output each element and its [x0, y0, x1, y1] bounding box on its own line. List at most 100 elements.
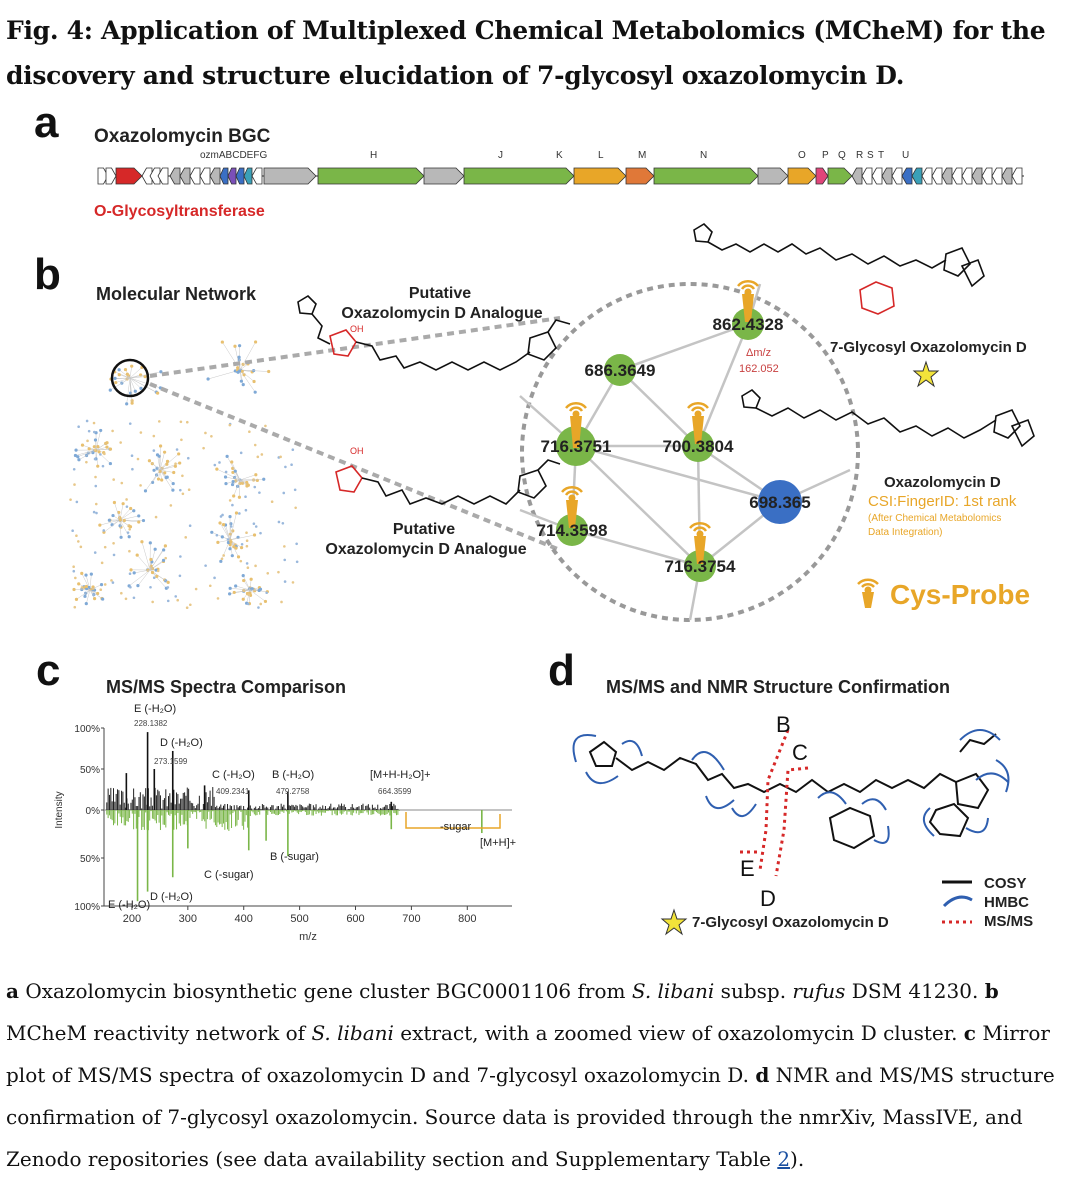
compound-label: 7-Glycosyl Oxazolomycin D — [692, 914, 889, 931]
network-dot — [156, 477, 161, 481]
hmbc-arrow — [995, 759, 1010, 793]
network-dot — [234, 511, 239, 515]
network-dot — [252, 522, 256, 526]
network-dot — [112, 500, 117, 505]
gene-label: K — [556, 150, 563, 161]
network-dot — [73, 605, 77, 609]
network-dot — [232, 590, 236, 595]
network-dot — [171, 481, 175, 486]
network-dot — [254, 525, 258, 528]
network-dot — [240, 369, 244, 373]
hmbc-legend-arrow — [942, 895, 973, 908]
network-dot — [277, 520, 281, 524]
network-dot — [97, 450, 101, 454]
glycosyl-label: 7-Glycosyl Oxazolomycin D — [830, 339, 1027, 356]
gene-arrow — [199, 167, 211, 185]
network-dot — [125, 505, 129, 508]
network-dot — [239, 546, 244, 550]
hmbc-arrow — [861, 798, 887, 811]
network-dot — [131, 467, 134, 471]
spectrum-peaks — [106, 732, 483, 902]
network-dot — [256, 455, 260, 459]
gene-label: N — [700, 150, 707, 161]
network-dot — [152, 434, 156, 438]
analogue-bottom-structure — [335, 459, 561, 505]
gene-label: M — [638, 150, 646, 161]
network-dot — [108, 461, 112, 466]
network-dot — [169, 504, 173, 507]
network-dot — [128, 527, 131, 531]
glycosyltransferase-gene-arrow — [115, 167, 143, 185]
supplementary-table-link[interactable]: 2 — [777, 1147, 791, 1171]
star-icon — [660, 908, 688, 936]
network-dot — [204, 564, 207, 567]
network-dot — [80, 586, 84, 589]
y-tick-label: 50% — [80, 854, 100, 865]
network-dot — [237, 495, 242, 499]
network-dot — [114, 380, 118, 385]
peak-annotation: E (-H₂O) — [134, 703, 176, 715]
network-dot — [221, 523, 226, 527]
network-dot — [281, 521, 285, 525]
caption-end: ). — [790, 1147, 805, 1171]
network-dot — [172, 470, 176, 475]
msms-cut-b — [758, 729, 790, 871]
hmbc-arrow — [705, 795, 735, 809]
caption-a-text1: Oxazolomycin biosynthetic gene cluster B… — [25, 979, 632, 1003]
network-dot — [93, 551, 97, 554]
network-dot — [164, 476, 168, 480]
gene-arrow — [757, 167, 789, 185]
network-dot — [236, 555, 241, 559]
node-label: 686.3649 — [585, 361, 656, 380]
network-dot — [80, 443, 85, 447]
caption-c-text: Mirror plot of MS/MS spectra of oxazolom… — [6, 1021, 1050, 1087]
network-dot — [238, 512, 241, 515]
figure-caption: a Oxazolomycin biosynthetic gene cluster… — [6, 970, 1074, 1180]
network-dot — [179, 555, 182, 558]
network-dot — [101, 464, 105, 468]
csi-label: CSI:FingerID: 1st rank — [868, 493, 1017, 510]
network-dot — [76, 455, 80, 459]
network-dot — [247, 593, 250, 596]
network-dot — [267, 369, 271, 374]
network-dot — [111, 513, 115, 518]
network-dot — [74, 597, 79, 601]
x-tick-label: 500 — [290, 913, 308, 925]
network-dot — [254, 473, 258, 477]
network-dot — [224, 481, 228, 486]
network-dot — [233, 344, 237, 348]
network-dot — [105, 441, 109, 445]
caption-b-letter: b — [984, 979, 999, 1003]
gene-label: R — [856, 150, 863, 161]
network-dot — [265, 591, 268, 595]
network-dot — [166, 580, 170, 584]
network-dot — [126, 531, 130, 534]
network-dot — [176, 598, 180, 602]
network-dot — [103, 545, 107, 549]
gene-label: Q — [838, 150, 846, 161]
network-dot — [241, 382, 245, 387]
network-dot — [132, 509, 136, 513]
peak-annotation: E (-H₂O) — [108, 899, 150, 911]
mh-label: [M+H]+ — [480, 837, 516, 849]
network-overview — [69, 340, 299, 610]
caption-a-text2: subsp. — [714, 979, 793, 1003]
network-dot — [222, 554, 225, 557]
network-dot — [75, 500, 79, 504]
gene-label: L — [598, 150, 604, 161]
network-dot — [245, 544, 249, 548]
network-dot — [99, 453, 102, 456]
gene-arrow — [991, 167, 1003, 185]
network-dot — [166, 586, 170, 589]
network-dot — [257, 588, 261, 593]
network-dot — [242, 578, 246, 583]
network-dot — [128, 549, 131, 553]
glycosyl-structure — [693, 222, 985, 315]
network-dot — [84, 601, 88, 606]
network-dot — [202, 446, 205, 450]
peak-annotation: D (-H₂O) — [160, 737, 203, 749]
